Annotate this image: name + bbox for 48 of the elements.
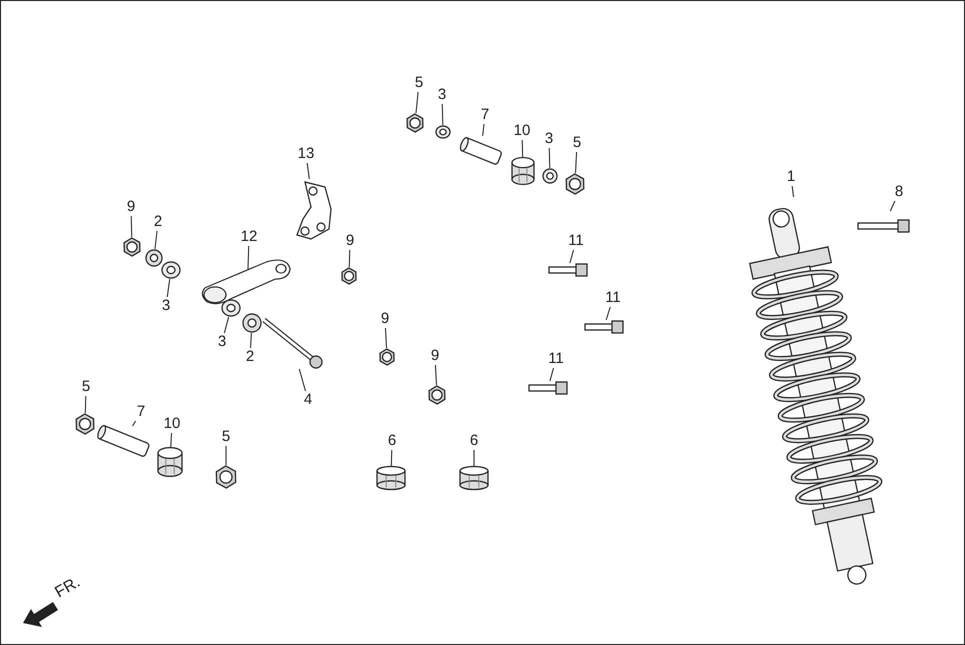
leader-line [348,248,350,268]
hex-nut-drawing [378,348,396,366]
leader-line [890,200,896,212]
leader-line [569,248,574,264]
leader-line [248,244,250,270]
bearing-drawing [510,157,536,185]
leader-line [416,90,419,114]
washer-drawing [542,168,558,184]
leader-line [306,162,310,180]
leader-line [130,214,132,238]
bushing-drawing [458,466,490,490]
hex-nut-drawing [74,413,96,435]
leader-line [549,366,554,382]
hex-nut-drawing [340,267,358,285]
leader-line [384,326,388,348]
leader-line [250,332,252,350]
leader-line [170,432,172,448]
leader-line [792,184,794,198]
bushing-drawing [375,466,407,490]
leader-line [298,368,306,392]
leader-line [154,230,158,250]
leader-line [522,138,524,158]
hex-nut-drawing [427,385,447,405]
hex-nut-drawing [214,465,238,489]
collar-drawing [242,313,262,333]
hex-nut-drawing [122,237,142,257]
leader-line [224,316,230,334]
bolt-drawing [547,263,589,277]
bolt-drawing [261,317,323,369]
washer-drawing [221,299,241,317]
collar-drawing [145,249,163,267]
leader-line [548,146,550,168]
bolt-drawing [583,320,625,334]
leader-line [442,102,444,126]
bearing-drawing [156,447,184,477]
bolt-drawing [527,381,569,395]
leader-line [390,448,392,466]
front-label: FR. [52,574,84,602]
hex-nut-drawing [564,173,586,195]
hex-nut-drawing [405,113,425,133]
leader-line [434,364,437,386]
leader-line [482,122,485,136]
leader-line [84,394,86,414]
leader-line [575,150,578,174]
washer-drawing [435,125,451,139]
leader-line [166,278,170,298]
leader-line [606,306,612,320]
washer-drawing [161,261,181,279]
